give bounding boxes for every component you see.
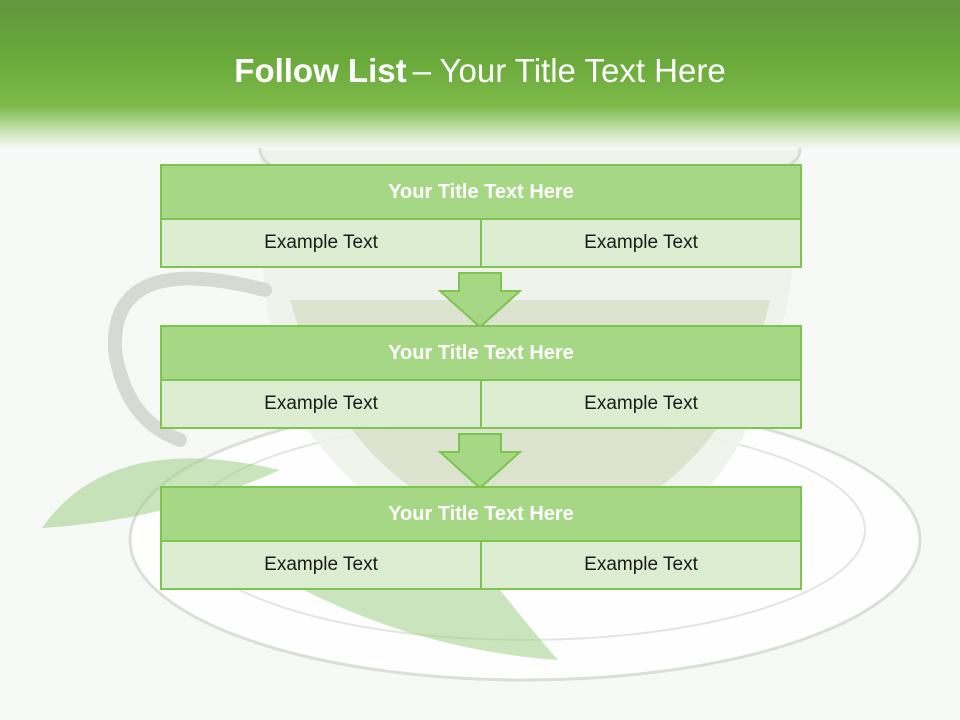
down-arrow-icon (438, 272, 522, 329)
block-title: Your Title Text Here (160, 325, 802, 381)
block-cell-right: Example Text (480, 540, 802, 590)
block-title: Your Title Text Here (160, 486, 802, 542)
block-row: Example Text Example Text (160, 379, 802, 429)
block-row: Example Text Example Text (160, 540, 802, 590)
list-block-3: Your Title Text Here Example Text Exampl… (160, 486, 802, 590)
down-arrow-icon (438, 433, 522, 490)
page-title-bold: Follow List (234, 52, 407, 89)
block-cell-left: Example Text (160, 218, 482, 268)
list-block-2: Your Title Text Here Example Text Exampl… (160, 325, 802, 429)
block-cell-right: Example Text (480, 379, 802, 429)
header-band (0, 0, 960, 148)
block-cell-right: Example Text (480, 218, 802, 268)
block-title: Your Title Text Here (160, 164, 802, 220)
block-row: Example Text Example Text (160, 218, 802, 268)
page-title: Follow List– Your Title Text Here (0, 52, 960, 90)
block-cell-left: Example Text (160, 540, 482, 590)
page-title-rest: – Your Title Text Here (412, 52, 726, 89)
block-cell-left: Example Text (160, 379, 482, 429)
list-block-1: Your Title Text Here Example Text Exampl… (160, 164, 802, 268)
